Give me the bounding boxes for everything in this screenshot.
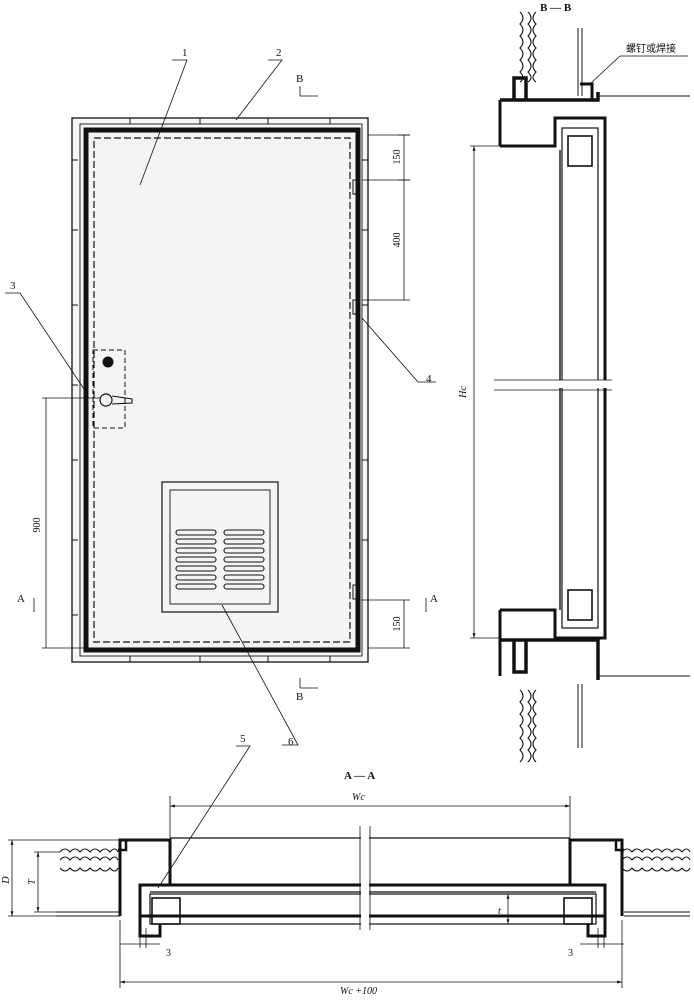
wall-insulation-left — [59, 848, 119, 872]
dim-900: 900 — [32, 518, 43, 533]
section-a-right-label: A — [430, 593, 438, 605]
dim-t-small: t — [498, 906, 501, 917]
part-1-label: 1 — [182, 47, 188, 59]
dim-3-right: 3 — [568, 948, 573, 959]
part-3-label: 3 — [10, 280, 16, 292]
dim-400: 400 — [392, 233, 403, 248]
door-leaf — [83, 127, 361, 653]
wall-insulation-top — [519, 11, 537, 83]
wall-insulation-bottom — [519, 689, 537, 763]
dim-hc: Hc — [458, 386, 469, 399]
fastening-note: 螺钉或焊接 — [626, 42, 676, 55]
door-profile-bb — [500, 116, 607, 640]
section-bb-title: B — B — [540, 2, 572, 14]
part-5-label: 5 — [240, 733, 246, 745]
frame-top-profile — [500, 76, 600, 102]
dim-d: D — [1, 876, 12, 885]
door-handle-knob — [99, 393, 113, 407]
section-b-bottom-label: B — [296, 691, 303, 703]
dim-150-bottom: 150 — [392, 617, 403, 632]
dim-150-top: 150 — [392, 150, 403, 165]
frame-bottom-profile — [500, 638, 600, 680]
frame-right-profile-aa — [568, 838, 624, 916]
lock-box-dashed — [92, 349, 126, 429]
section-aa-title: A — A — [344, 770, 375, 782]
wall-insulation-right — [621, 848, 691, 872]
hinge-top — [352, 179, 360, 195]
vent-grille-inner — [169, 489, 271, 605]
door-profile-aa — [138, 883, 607, 918]
hinge-middle — [352, 299, 360, 315]
part-6-label: 6 — [288, 736, 294, 748]
vent-grille-outer — [161, 481, 279, 613]
section-b-top-label: B — [296, 73, 303, 85]
section-aa — [8, 745, 691, 988]
dim-3-left: 3 — [166, 948, 171, 959]
front-view — [71, 117, 369, 663]
vent-louvers — [175, 529, 265, 590]
inner-frame — [79, 123, 363, 657]
dim-wc: Wc — [352, 792, 365, 803]
frame-anchors — [72, 118, 368, 662]
dim-t: T — [27, 878, 38, 885]
frame-left-profile-aa — [118, 838, 172, 916]
section-bb — [470, 11, 690, 763]
front-leaders — [5, 59, 436, 746]
hinge-bottom — [352, 584, 360, 600]
lock-cylinder — [102, 356, 114, 368]
part-2-label: 2 — [276, 47, 282, 59]
front-dimensions — [42, 134, 410, 649]
part-4-label: 4 — [426, 373, 432, 385]
door-handle-lever — [111, 395, 133, 405]
section-a-left-label: A — [17, 593, 25, 605]
dim-wc-100: Wc +100 — [340, 986, 377, 997]
